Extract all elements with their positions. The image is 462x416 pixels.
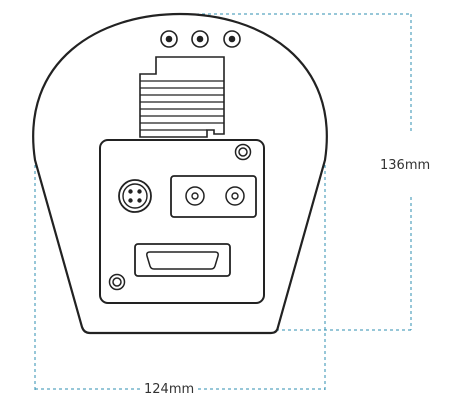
port-1 [160,30,178,48]
screw-inner [112,277,122,287]
port-2-center [196,35,204,43]
top-ports [160,30,241,48]
panel-screw-top-right [234,143,252,161]
dimension-lines [34,13,412,390]
d-sub-connector [134,243,231,277]
rear-panel [99,139,265,304]
heatsink [139,56,225,138]
coax-center [191,192,199,200]
coax-connector-group [170,175,257,218]
round-connector [118,179,152,213]
connector-pin [137,198,142,203]
heatsink-fins [140,80,224,131]
screw-inner [238,147,248,157]
coax-connector-1 [185,186,205,206]
panel-screw-bottom-left [108,273,126,291]
coax-center [231,192,239,200]
port-2 [191,30,209,48]
port-1-center [165,35,173,43]
round-connector-inner-ring [122,183,148,209]
connector-pin [128,198,133,203]
connector-pin [137,189,142,194]
width-dimension-label: 124mm [144,382,195,397]
coax-connector-frame [170,175,257,218]
port-3-center [228,35,236,43]
connector-pin [128,189,133,194]
d-sub-connector-shell [146,251,219,270]
coax-connector-2 [225,186,245,206]
port-3 [223,30,241,48]
height-dimension-label: 136mm [380,158,431,173]
